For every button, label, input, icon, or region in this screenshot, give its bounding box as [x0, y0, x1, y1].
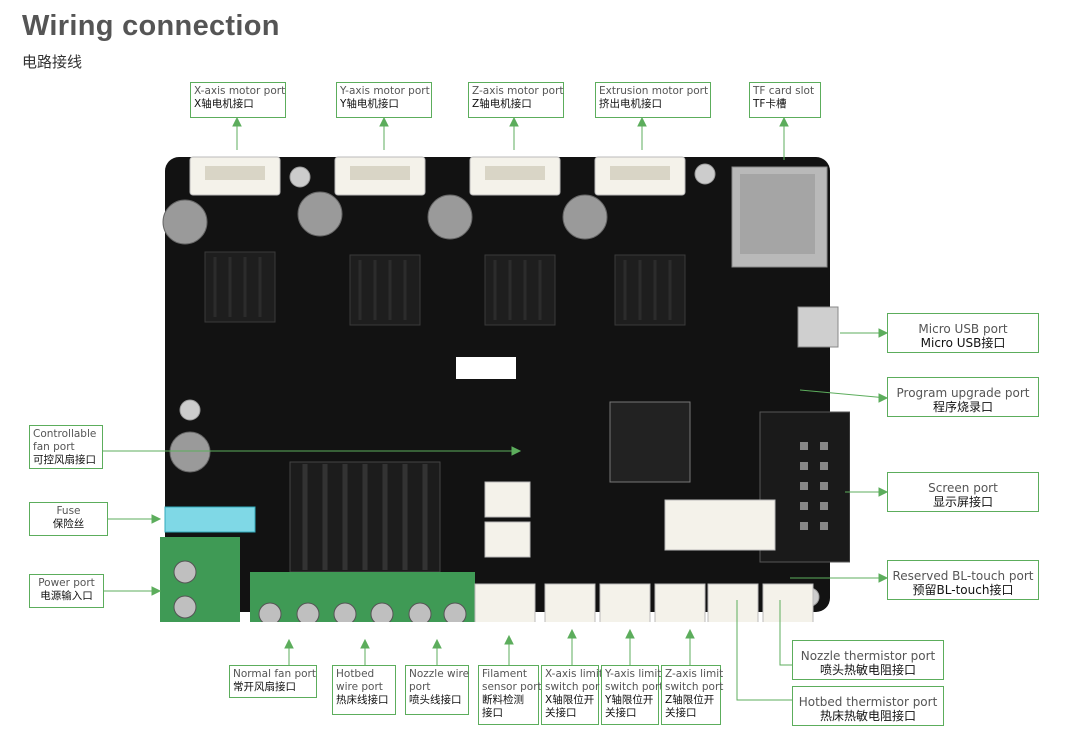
power-terminal	[160, 537, 240, 622]
bottom-connectors	[474, 583, 814, 622]
mainboard-illustration	[160, 156, 850, 622]
page-title: Wiring connection	[22, 10, 280, 42]
output-terminals	[250, 572, 475, 622]
micro-usb	[797, 306, 839, 348]
mount-hole	[179, 399, 201, 421]
capacitors	[162, 191, 608, 473]
mcu	[609, 401, 691, 483]
mount-hole	[289, 166, 311, 188]
heatsinks	[204, 251, 686, 326]
mount-hole	[694, 163, 716, 185]
bl-connector	[664, 499, 776, 551]
page-subtitle: 电路接线	[22, 53, 83, 71]
fuse	[164, 506, 256, 533]
